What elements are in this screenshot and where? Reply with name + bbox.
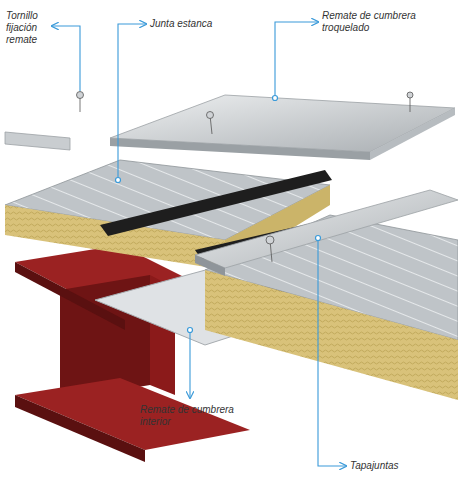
part-label: Junta estanca [150, 18, 240, 30]
part-label: Tornillo fijación remate [6, 10, 52, 46]
cover-strip [195, 190, 458, 276]
part-label: Tapajuntas [350, 460, 440, 472]
part-label: Remate de cumbrera troquelado [322, 10, 432, 34]
leader-lines [52, 22, 346, 466]
screws [77, 92, 414, 263]
part-label: Remate de cumbrera interior [140, 404, 246, 428]
side-flashing [5, 132, 70, 150]
ridge-cap [110, 95, 455, 160]
gasket [100, 170, 332, 236]
leader-dots [116, 96, 321, 333]
